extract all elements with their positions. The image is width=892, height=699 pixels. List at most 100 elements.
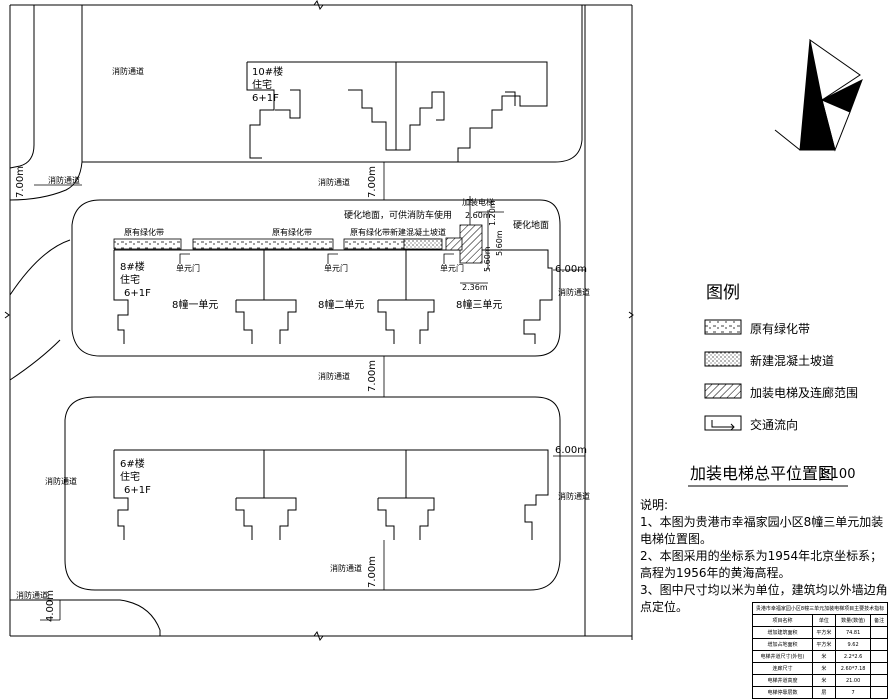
dim-7m-middle: 7.00m (367, 359, 378, 392)
table-cell: 9.62 (834, 638, 872, 651)
table-cell: 增加占地面积 (752, 638, 813, 651)
door-markers (179, 253, 454, 264)
road-label: 消防通道 (16, 591, 48, 600)
table-cell: 层 (811, 686, 836, 699)
building-10-name: 10#楼 (252, 67, 284, 78)
table-cell: 电梯井道高度 (752, 674, 813, 687)
table-row: 增加建筑面积 平方米 74.81 (752, 626, 888, 639)
unit-door-label: 单元门 (176, 264, 200, 273)
building-6-name: 6#楼 (120, 459, 145, 470)
concrete-dots-icon (704, 351, 742, 367)
hard-ground-label: 硬化地面 (513, 221, 550, 231)
table-cell (870, 686, 888, 699)
table-cell: 电梯停靠层数 (752, 686, 813, 699)
dim-7m-west: 7.00m (15, 165, 26, 198)
drawing-title: 加装电梯总平位置图 (690, 464, 835, 483)
road-label: 消防通道 (330, 564, 362, 573)
building-8-outline (113, 249, 553, 344)
table-cell: 7 (834, 686, 872, 699)
table-cell: 平方米 (811, 626, 836, 639)
notes-block: 说明: 1、本图为贵港市幸福家园小区8幢三单元加装电梯位置图。 2、本图采用的坐… (640, 497, 890, 616)
table-cell (870, 650, 888, 663)
road-label: 消防通道 (48, 176, 80, 185)
elevator-mark-label: 加装电梯 (462, 198, 494, 207)
dim-2-36m: 2.36m (462, 283, 488, 292)
road-outlines (9, 5, 586, 636)
indicator-table: 贵港市幸福家园小区8幢三单元加装电梯项目主要技术指标 项目名称 单位 数量(数值… (752, 602, 888, 699)
drawing-frame (4, 0, 634, 642)
building-8-unit-1: 8幢一单元 (172, 300, 219, 311)
dim-2-60m: 2.60m (465, 211, 491, 220)
road-label: 消防通道 (558, 492, 590, 501)
green-belts (113, 238, 443, 250)
note-2: 2、本图采用的坐标系为1954年北京坐标系；高程为1956年的黄海高程。 (640, 549, 883, 580)
dim-6m-upper: 6.00m (555, 264, 588, 275)
green-belt-label-1: 原有绿化带 (124, 228, 164, 237)
building-10-use: 住宅 (252, 80, 272, 91)
building-6-outline (113, 449, 549, 540)
indicator-table-title: 贵港市幸福家园小区8幢三单元加装电梯项目主要技术指标 (752, 602, 888, 615)
green-belt-label-3: 原有绿化带 (350, 228, 390, 237)
green-belt-label-2: 原有绿化带 (272, 228, 312, 237)
drawing-scale: 1:100 (818, 467, 856, 482)
table-cell: 平方米 (811, 638, 836, 651)
dim-7m-south: 7.00m (367, 555, 378, 588)
table-cell: 米 (811, 662, 836, 675)
new-ramp-label: 新建混凝土坡道 (390, 228, 446, 237)
table-header: 单位 (811, 614, 836, 627)
dim-5-60m-b: 5.60m (495, 230, 504, 256)
table-header: 项目名称 (752, 614, 813, 627)
building-8-name: 8#楼 (120, 262, 145, 273)
note-3: 3、图中尺寸均以米为单位，建筑均以外墙边角点定位。 (640, 583, 888, 614)
flow-arrow-icon (704, 415, 742, 431)
table-row: 电梯井道尺寸(外包) 米 2.2*2.6 (752, 650, 888, 663)
road-label: 消防通道 (318, 178, 350, 187)
table-cell: 2.2*2.6 (834, 650, 872, 663)
table-cell: 21.00 (834, 674, 872, 687)
legend-label-greenbelt: 原有绿化带 (750, 322, 811, 336)
table-row: 电梯停靠层数 层 7 (752, 686, 888, 699)
table-cell: 2.60*7.18 (834, 662, 872, 675)
road-label: 消防通道 (558, 288, 590, 297)
building-8-floors: 6+1F (124, 288, 151, 299)
legend-swatches (704, 319, 742, 431)
unit-door-label: 单元门 (324, 264, 348, 273)
table-cell (870, 638, 888, 651)
dimension-lines (34, 162, 585, 621)
legend-label-flow: 交通流向 (750, 418, 799, 432)
building-10-floors: 6+1F (252, 93, 279, 104)
table-row: 连廊尺寸 米 2.60*7.18 (752, 662, 888, 675)
table-row: 电梯井道高度 米 21.00 (752, 674, 888, 687)
table-row: 增加占地面积 平方米 9.62 (752, 638, 888, 651)
diagonal-hatch-icon (704, 383, 742, 399)
road-label: 消防通道 (318, 372, 350, 381)
table-cell: 连廊尺寸 (752, 662, 813, 675)
table-header: 备注 (870, 614, 888, 627)
building-6-use: 住宅 (120, 472, 140, 483)
building-8-unit-2: 8幢二单元 (318, 300, 365, 311)
table-cell: 电梯井道尺寸(外包) (752, 650, 813, 663)
notes-heading: 说明: (640, 498, 669, 512)
road-label: 消防通道 (45, 477, 77, 486)
table-cell: 米 (811, 674, 836, 687)
note-1: 1、本图为贵港市幸福家园小区8幢三单元加装电梯位置图。 (640, 515, 884, 546)
dim-5-60m-a: 5.60m (483, 246, 492, 272)
north-arrow-icon (774, 38, 863, 152)
legend-title: 图例 (706, 283, 740, 303)
table-header: 数量(数值) (834, 614, 872, 627)
road-label: 消防通道 (112, 67, 144, 76)
building-6-floors: 6+1F (124, 485, 151, 496)
dim-4m: 4.00m (45, 589, 56, 622)
dim-6m-lower: 6.00m (555, 445, 588, 456)
table-cell: 74.81 (834, 626, 872, 639)
table-cell (870, 674, 888, 687)
dim-7m-north: 7.00m (367, 165, 378, 198)
elevator-area (445, 196, 504, 270)
hard-ground-fire-label: 硬化地面，可供消防车使用 (344, 211, 453, 221)
table-cell: 增加建筑面积 (752, 626, 813, 639)
table-cell (870, 662, 888, 675)
table-cell: 米 (811, 650, 836, 663)
legend-label-elevator: 加装电梯及连廊范围 (750, 386, 859, 400)
greenbelt-hatch-icon (704, 319, 742, 335)
